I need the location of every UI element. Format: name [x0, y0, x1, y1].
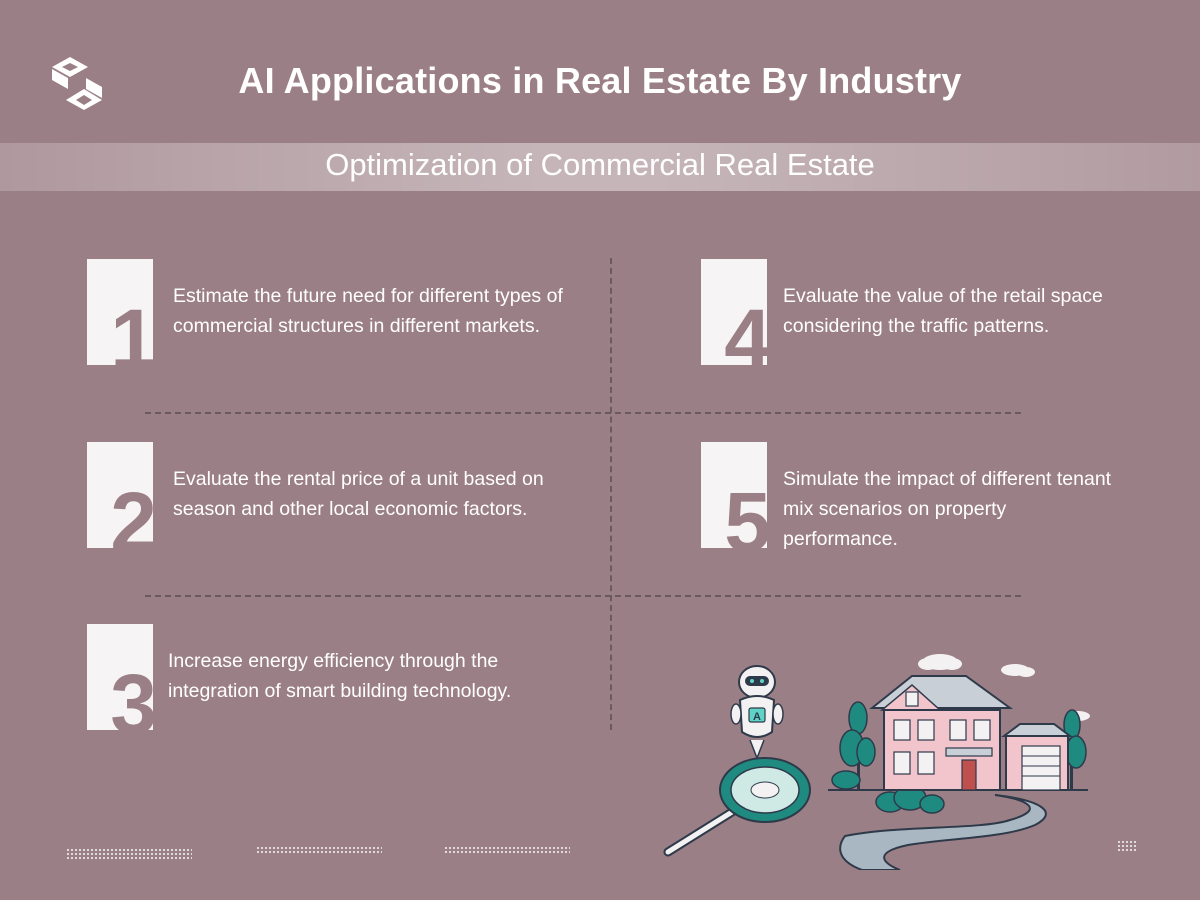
- item-text-2: Evaluate the rental price of a unit base…: [173, 468, 544, 520]
- robot-icon: A: [730, 665, 784, 785]
- robot-badge-letter: A: [753, 711, 761, 723]
- item-number-box-1: 1: [87, 259, 153, 365]
- item-text-4: Evaluate the value of the retail space c…: [783, 285, 1103, 337]
- bush-icon: [831, 770, 945, 814]
- s-logo-icon: [52, 57, 102, 110]
- item-number-2: 2: [110, 475, 153, 548]
- page-subtitle: Optimization of Commercial Real Estate: [325, 147, 875, 182]
- subtitle-banner: [0, 143, 1200, 191]
- item-number-3: 3: [110, 657, 153, 730]
- dot-pattern-2: [256, 846, 382, 854]
- item-number-4: 4: [724, 292, 767, 365]
- item-number-box-2: 2: [87, 442, 153, 548]
- horizontal-divider-1: [145, 412, 1021, 414]
- item-number-box-3: 3: [87, 624, 153, 730]
- item-text-3: Increase energy efficiency through the i…: [168, 650, 512, 702]
- dot-pattern-1: [66, 848, 192, 860]
- tree-icon: [839, 701, 876, 790]
- page-title: AI Applications in Real Estate By Indust…: [238, 60, 962, 101]
- item-number-5: 5: [724, 475, 767, 548]
- magnifier-icon: [663, 757, 811, 857]
- real-estate-illustration: A: [663, 654, 1090, 870]
- dot-pattern-4: [1117, 840, 1137, 852]
- item-text-5: Simulate the impact of different tenant …: [783, 468, 1112, 550]
- item-number-box-4: 4: [701, 259, 767, 365]
- tree-icon: [1063, 709, 1087, 790]
- dot-pattern-3: [444, 846, 570, 854]
- road: [839, 794, 1047, 870]
- house-icon: [869, 675, 1073, 791]
- item-number-box-5: 5: [701, 442, 767, 548]
- item-number-1: 1: [110, 292, 153, 365]
- item-text-1: Estimate the future need for different t…: [173, 285, 563, 337]
- vertical-divider: [610, 258, 612, 730]
- horizontal-divider-2: [145, 595, 1021, 597]
